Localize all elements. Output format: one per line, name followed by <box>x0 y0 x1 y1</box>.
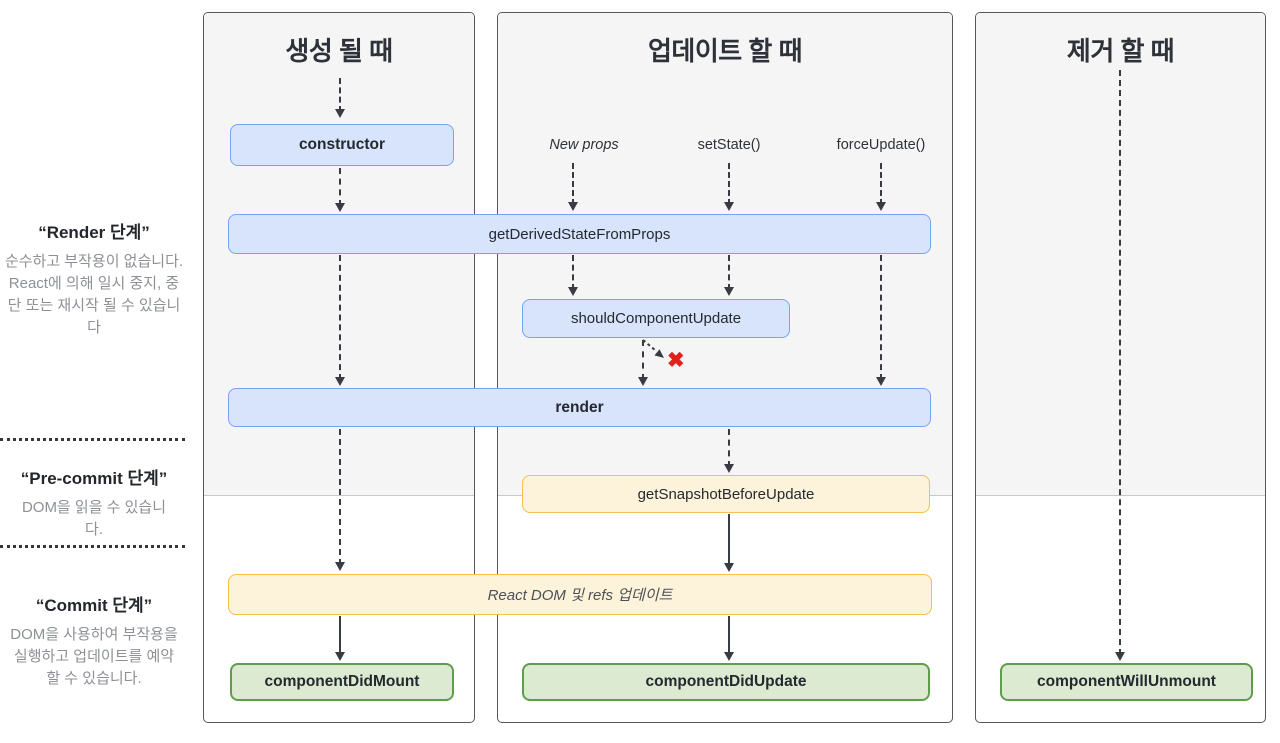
box-should-component-update: shouldComponentUpdate <box>522 299 790 338</box>
arrow-getderived-to-render-mount <box>335 255 345 386</box>
column-title-update: 업데이트 할 때 <box>648 36 802 66</box>
arrow-getderived-to-shouldupdate-left <box>568 255 578 296</box>
arrow-render-to-getsnapshot <box>724 429 734 473</box>
column-title-unmount: 제거 할 때 <box>1066 36 1175 66</box>
skip-render-x-icon: ✖ <box>667 349 685 372</box>
dotted-divider <box>0 545 185 548</box>
arrow-render-to-reactdom-mount <box>335 429 345 571</box>
phase-description: DOM을 사용하여 부작용을 실행하고 업데이트를 예약 할 수 있습니다. <box>10 626 178 687</box>
arrow-forceupdate-bypass-to-render <box>876 255 886 386</box>
box-component-did-update: componentDidUpdate <box>522 663 930 701</box>
box-react-dom-refs-update: React DOM 및 refs 업데이트 <box>228 574 932 615</box>
box-component-will-unmount: componentWillUnmount <box>1000 663 1253 701</box>
box-get-derived-state-from-props: getDerivedStateFromProps <box>228 214 931 254</box>
trigger-force-update: forceUpdate() <box>836 137 926 153</box>
arrow-shouldupdate-to-render <box>638 340 648 386</box>
phase-description: 순수하고 부작용이 없습니다. React에 의해 일시 중지, 중단 또는 재… <box>4 253 184 336</box>
arrow-setstate-to-getderived <box>724 163 734 211</box>
arrow-mount-to-constructor <box>335 78 345 118</box>
box-constructor: constructor <box>230 124 454 166</box>
box-component-did-mount: componentDidMount <box>230 663 454 701</box>
column-title-mount: 생성 될 때 <box>285 36 393 66</box>
phase-label-commit: “Commit 단계” DOM을 사용하여 부작용을 실행하고 업데이트를 예약… <box>2 591 186 690</box>
arrow-newprops-to-getderived <box>568 163 578 211</box>
phase-title: “Render 단계” <box>38 223 150 242</box>
box-get-snapshot-before-update: getSnapshotBeforeUpdate <box>522 475 930 513</box>
arrow-shouldupdate-false-branch <box>642 339 664 358</box>
phase-label-precommit: “Pre-commit 단계” DOM을 읽을 수 있습니다. <box>2 464 186 541</box>
arrow-reactdom-to-didmount <box>335 616 345 661</box>
phase-description: DOM을 읽을 수 있습니다. <box>21 499 167 538</box>
phase-title: “Commit 단계” <box>35 596 153 615</box>
arrow-reactdom-to-didupdate <box>724 616 734 661</box>
arrow-getderived-to-shouldupdate-right <box>724 255 734 296</box>
phase-label-render: “Render 단계” 순수하고 부작용이 없습니다. React에 의해 일시… <box>2 218 186 339</box>
arrow-unmount-to-willunmount <box>1115 70 1125 661</box>
arrow-forceupdate-to-getderived <box>876 163 886 211</box>
dotted-divider <box>0 438 185 441</box>
trigger-new-props: New props <box>549 137 619 153</box>
phase-title: “Pre-commit 단계” <box>20 469 168 488</box>
box-render: render <box>228 388 931 427</box>
trigger-set-state: setState() <box>697 137 761 153</box>
arrow-constructor-to-getderived <box>335 168 345 212</box>
arrow-getsnapshot-to-reactdom <box>724 514 734 572</box>
